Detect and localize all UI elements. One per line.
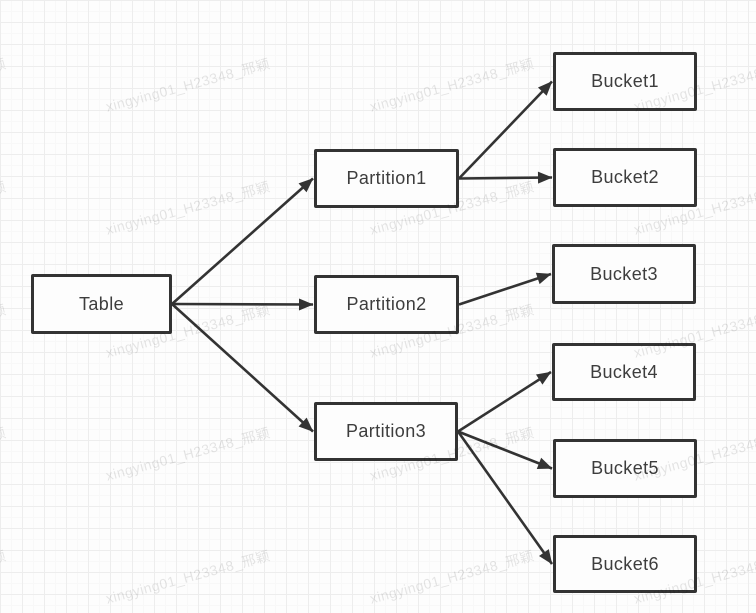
edge-table-to-partition1: [171, 177, 314, 305]
node-label: Bucket1: [591, 71, 659, 91]
node-partition1: Partition1: [314, 149, 459, 208]
edge-partition1-to-bucket2: [458, 171, 553, 184]
node-label: Bucket5: [591, 458, 659, 478]
edge-partition3-to-bucket5: [457, 430, 553, 470]
watermark-text: xingying01_H23348_邢颖: [104, 55, 272, 115]
edge-table-to-partition2: [171, 298, 314, 311]
node-bucket2: Bucket2: [553, 148, 697, 207]
node-label: Bucket4: [590, 361, 658, 382]
edge-partition2-to-bucket3: [458, 272, 552, 306]
edge-partition3-to-bucket6: [456, 430, 554, 565]
edge-table-to-partition3: [171, 303, 314, 433]
node-bucket6: Bucket6: [553, 535, 697, 593]
node-label: Table: [78, 293, 125, 314]
node-label: Partition3: [345, 421, 427, 441]
watermark-text: xingying01_H23348_邢颖: [368, 547, 536, 607]
watermark-text: xingying01_H23348_邢颖: [0, 547, 8, 607]
watermark-text: xingying01_H23348_邢颖: [0, 424, 8, 484]
node-label: Bucket2: [591, 167, 659, 187]
node-label: Partition2: [346, 294, 427, 314]
watermark-text: xingying01_H23348_邢颖: [368, 55, 536, 115]
watermark-text: xingying01_H23348_邢颖: [0, 178, 8, 238]
watermark-text: xingying01_H23348_邢颖: [104, 178, 272, 238]
node-bucket1: Bucket1: [553, 52, 697, 111]
node-bucket3: Bucket3: [552, 244, 696, 304]
watermark-text: xingying01_H23348_邢颖: [0, 55, 8, 115]
watermark-text: xingying01_H23348_邢颖: [104, 424, 272, 484]
node-bucket4: Bucket4: [552, 343, 696, 401]
node-partition2: Partition2: [314, 275, 459, 334]
node-label: Bucket3: [590, 263, 658, 284]
edge-partition3-to-bucket4: [457, 370, 552, 433]
node-partition3: Partition3: [314, 402, 458, 461]
node-bucket5: Bucket5: [553, 439, 697, 498]
node-label: Bucket6: [591, 553, 659, 574]
watermark-text: xingying01_H23348_邢颖: [104, 547, 272, 607]
node-label: Partition1: [346, 168, 427, 188]
watermark-text: xingying01_H23348_邢颖: [0, 301, 8, 361]
node-table: Table: [31, 274, 172, 334]
edge-partition1-to-bucket1: [458, 80, 553, 180]
